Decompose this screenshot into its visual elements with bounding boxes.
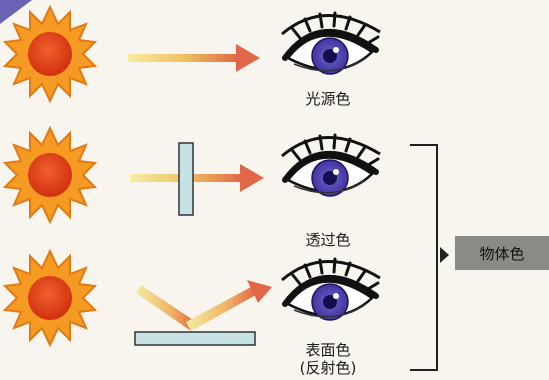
sun-icon	[4, 250, 96, 346]
sun-icon	[4, 6, 96, 102]
reflecting-surface	[134, 331, 256, 346]
label-light-source-color: 光源色	[305, 90, 351, 108]
pointer-triangle	[440, 247, 449, 263]
bracket	[410, 144, 438, 371]
label-transmitted-color: 透过色	[305, 231, 351, 249]
eye-icon	[282, 13, 380, 74]
filter-plate	[178, 142, 194, 216]
object-color-label: 物体色	[479, 244, 525, 263]
object-color-box: 物体色	[455, 236, 549, 270]
arrow-icon	[128, 44, 260, 72]
eye-icon	[282, 135, 380, 196]
label-surface-color: 表面色	[305, 341, 351, 359]
eye-icon	[282, 259, 380, 320]
arrow-icon	[130, 164, 264, 192]
arrow-icon	[136, 280, 272, 331]
label-reflected-color: (反射色)	[299, 359, 357, 377]
corner-decoration	[0, 0, 32, 24]
sun-icon	[4, 127, 96, 223]
